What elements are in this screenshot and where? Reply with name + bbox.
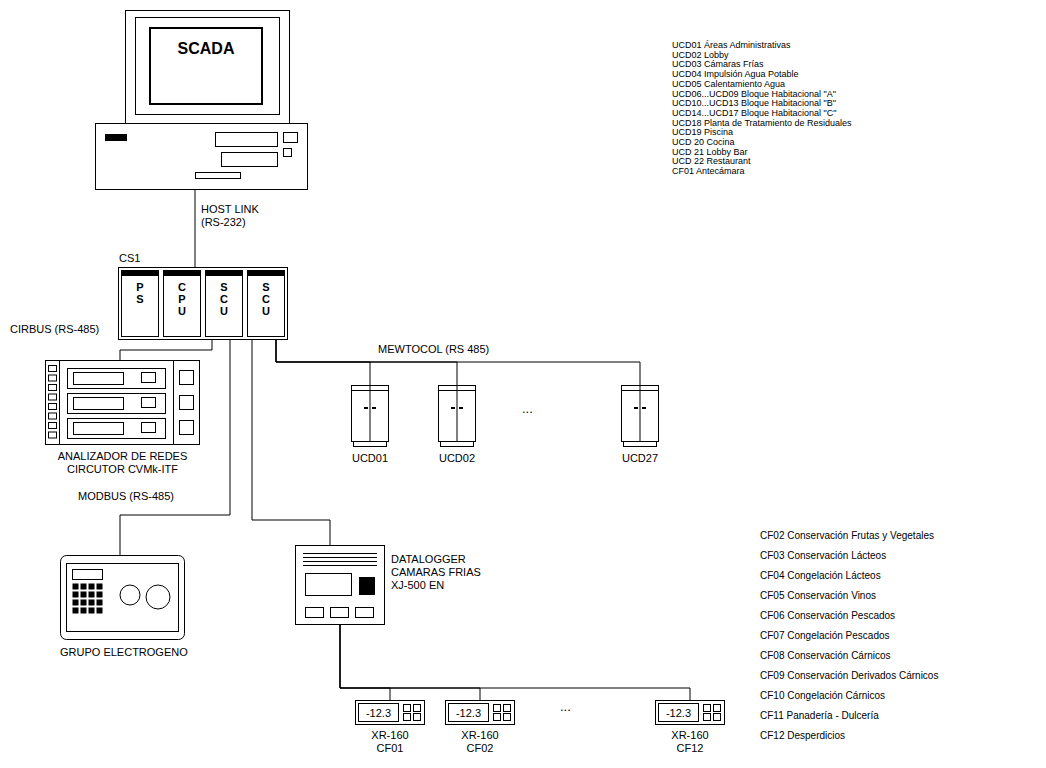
display-reading: -12.3: [449, 705, 488, 721]
bus-label: HOST LINK (RS-232): [201, 203, 271, 229]
plc-module: SCU: [247, 270, 285, 337]
plc-module: PS: [121, 270, 159, 337]
bus-line: [195, 190, 196, 267]
legend-list-item: UCD01 Áreas Administrativas: [672, 40, 791, 50]
cab-illustration: [618, 385, 662, 447]
cab-illustration: [348, 385, 392, 447]
module-strip: [206, 271, 242, 276]
bus-line: [276, 337, 370, 385]
legend-list-item: CF04 Congelación Lácteos: [760, 570, 881, 581]
ucd-cabinet: UCD02: [435, 385, 479, 465]
datalogger: DATALOGGER CAMARAS FRIAS XJ-500 EN: [295, 545, 486, 625]
bus-line: [340, 625, 390, 700]
display-reading: -12.3: [659, 705, 698, 721]
bus-label: MODBUS (RS-485): [78, 490, 174, 503]
bus-line: [252, 337, 330, 545]
legend-list-item: CF02 Conservación Frutas y Vegetales: [760, 530, 934, 541]
temperature-controller: -12.3XR-160 CF02: [445, 700, 515, 755]
gen-illustration: [60, 555, 185, 640]
cab-illustration: [435, 385, 479, 447]
device-caption: GRUPO ELECTROGENO: [60, 646, 185, 659]
ellipsis-mark: ...: [522, 402, 533, 416]
module-label: SCU: [261, 281, 272, 317]
ucd-cabinet: UCD27: [618, 385, 662, 465]
ana-illustration: [45, 360, 200, 445]
module-strip: [248, 271, 284, 276]
display-reading: -12.3: [359, 705, 398, 721]
legend-list-item: CF10 Congelación Cárnicos: [760, 690, 885, 701]
legend-list-item: UCD10...UCD13 Bloque Habitacional "B": [672, 98, 836, 108]
legend-list-item: CF05 Conservación Vinos: [760, 590, 876, 601]
module-strip: [122, 271, 158, 276]
legend-list-item: CF07 Congelación Pescados: [760, 630, 890, 641]
legend-list-item: UCD14...UCD17 Bloque Habitacional "C": [672, 108, 836, 118]
legend-list-item: UCD 20 Cocina: [672, 137, 735, 147]
legend-list-item: CF09 Conservación Derivados Cárnicos: [760, 670, 938, 681]
plc-rack: CS1PSCPUSCUSCU: [118, 267, 288, 340]
temperature-controller: -12.3XR-160 CF01: [355, 700, 425, 755]
device-caption: UCD27: [598, 452, 682, 465]
rack-label: CS1: [119, 252, 140, 265]
bus-label: CIRBUS (RS-485): [10, 323, 99, 336]
device-caption: DATALOGGER CAMARAS FRIAS XJ-500 EN: [391, 553, 486, 592]
ellipsis-mark: ...: [560, 700, 571, 714]
legend-list-item: CF12 Desperdicios: [760, 730, 845, 741]
module-label: CPU: [177, 281, 188, 317]
legend-list-item: UCD 22 Restaurant: [672, 156, 751, 166]
generator-set: GRUPO ELECTROGENO: [60, 555, 185, 659]
bus-line: [120, 337, 212, 360]
module-strip: [164, 271, 200, 276]
device-caption: XR-160 CF01: [365, 729, 415, 755]
bus-line: [276, 337, 640, 385]
device-caption: XR-160 CF02: [455, 729, 505, 755]
device-caption: XR-160 CF12: [665, 729, 715, 755]
log-illustration: [295, 545, 385, 625]
legend-list-item: UCD04 Impulsión Agua Potable: [672, 69, 799, 79]
legend-list-item: UCD19 Piscina: [672, 127, 733, 137]
ucd-cabinet: UCD01: [348, 385, 392, 465]
legend-list-item: UCD18 Planta de Tratamiento de Residuale…: [672, 118, 852, 128]
legend-list-item: UCD03 Cámaras Frías: [672, 59, 764, 69]
bus-line: [340, 625, 480, 700]
legend-list-item: CF11 Panadería - Dulcería: [760, 710, 879, 721]
device-caption: ANALIZADOR DE REDES CIRCUTOR CVMk-ITF: [45, 450, 200, 476]
device-caption: UCD01: [328, 452, 412, 465]
temperature-controller: -12.3XR-160 CF12: [655, 700, 725, 755]
bus-label: MEWTOCOL (RS 485): [378, 343, 489, 356]
device-caption: UCD02: [415, 452, 499, 465]
legend-list-item: CF08 Conservación Cárnicos: [760, 650, 891, 661]
legend-list-item: UCD05 Calentamiento Agua: [672, 79, 785, 89]
legend-list-item: UCD 21 Lobby Bar: [672, 147, 748, 157]
legend-list-item: CF01 Antecámara: [672, 166, 745, 176]
plc-module: SCU: [205, 270, 243, 337]
legend-list-item: UCD06...UCD09 Bloque Habitacional "A": [672, 89, 836, 99]
module-label: PS: [135, 281, 146, 305]
legend-list-item: CF03 Conservación Lácteos: [760, 550, 886, 561]
legend-list-item: UCD02 Lobby: [672, 50, 729, 60]
legend-list-item: CF06 Conservación Pescados: [760, 610, 895, 621]
screen-title: SCADA: [150, 40, 262, 58]
network-analyzer: ANALIZADOR DE REDES CIRCUTOR CVMk-ITF: [45, 360, 200, 476]
plc-module: CPU: [163, 270, 201, 337]
module-label: SCU: [219, 281, 230, 317]
bus-line: [340, 625, 690, 700]
pc-illustration: [95, 10, 310, 190]
scada-computer: SCADA: [95, 10, 310, 190]
